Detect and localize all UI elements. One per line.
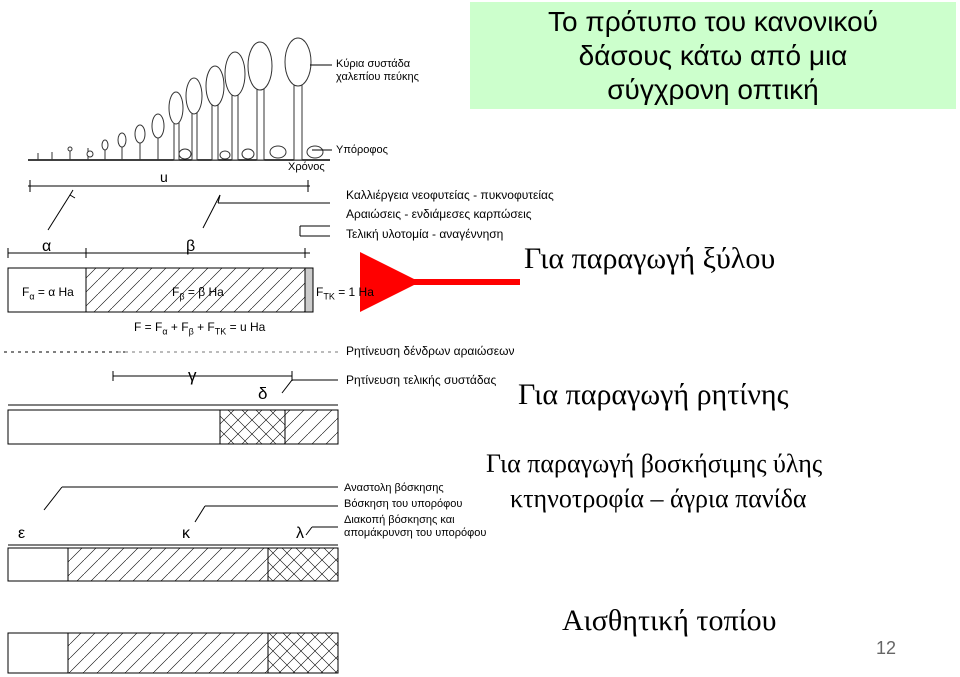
epsilon-label: ε [18,525,26,542]
tree-illustration [28,37,332,161]
formula-label: F = Fα + Fβ + FTK = u Ha [134,320,266,337]
treatment-1: Καλλιέργεια νεοφυτείας - πυκνοφυτείας [346,188,554,202]
understory-label: Υπόροφος [336,144,388,156]
graze-diagram [7,486,339,582]
treatment-3: Τελική υλοτομία - αναγέννηση [346,227,504,241]
kappa-label: κ [182,525,190,542]
graze-label-2: Βόσκηση του υπορόφου [344,498,463,510]
page-number: 12 [876,638,897,658]
delta-label: δ [258,384,268,403]
main-stand-label-2: χαλεπίου πεύκης [336,71,419,83]
aesthetic-diagram [7,632,339,674]
resin-production-label: Για παραγωγή ρητίνης [518,378,789,411]
lambda-label: λ [296,525,304,542]
graze-production-label-2: κτηνοτροφία – άγρια πανίδα [510,484,807,513]
time-label: Χρόνος [288,161,325,173]
wood-production-label: Για παραγωγή ξύλου [524,242,776,275]
graze-production-label-1: Για παραγωγή βοσκήσιμης ύλης [486,449,823,478]
resin-label-1: Ρητίνευση δένδρων αραιώσεων [346,344,515,358]
main-stand-label: Κύρια συστάδα [336,58,411,70]
f-beta-label: Fβ = β Ha [172,285,224,302]
beta-label: β [186,238,196,255]
treatment-2: Αραιώσεις - ενδιάμεσες καρπώσεις [346,207,532,221]
f-tk-label: FTK = 1 Ha [316,285,374,302]
diagram1-lines [7,180,330,258]
title-line-1: Το πρότυπο του κανονικού [548,6,878,37]
graze-label-1: Αναστολη βόσκησης [344,482,444,494]
title-line-2: δάσους κάτω από μια [578,40,848,71]
graze-label-3: Διακοπή βόσκησης και [344,514,455,526]
title-line-3: σύγχρονη οπτική [607,74,819,105]
f-alpha-label: Fα = α Ha [22,285,74,302]
resin-diagram [4,351,339,445]
resin-label-2: Ρητίνευση τελικής συστάδας [346,373,497,387]
alpha-label: α [42,238,52,255]
graze-label-3b: απομάκρυνση του υπορόφου [344,527,487,539]
title-box: Το πρότυπο του κανονικού δάσους κάτω από… [470,2,956,109]
u-label: u [160,169,168,185]
aesthetic-label: Αισθητική τοπίου [562,604,777,637]
gamma-label: γ [188,366,197,385]
wood-bar [7,267,314,313]
